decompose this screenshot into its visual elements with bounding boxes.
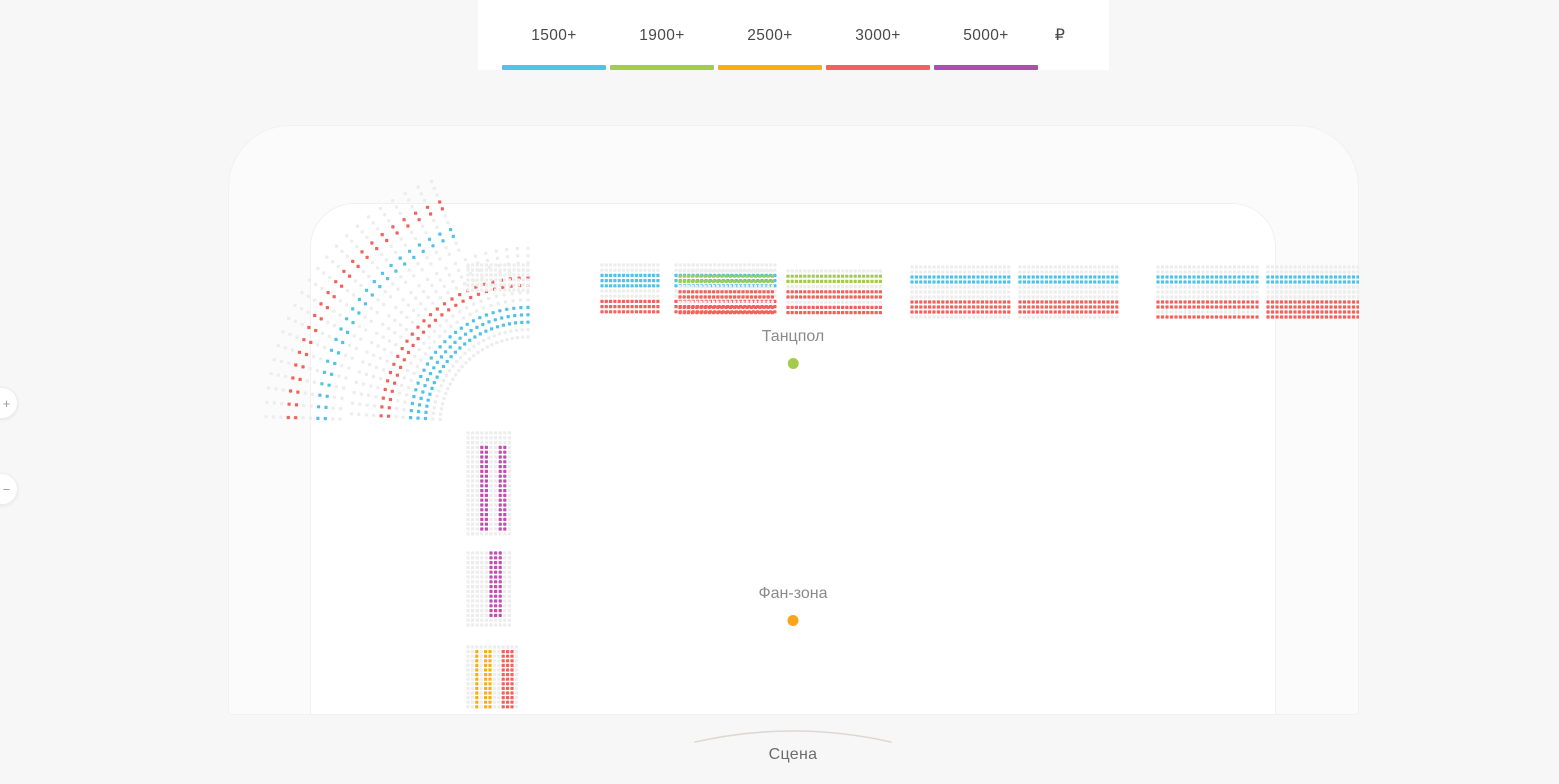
stage-marker: Сцена xyxy=(693,722,893,764)
price-tier-3[interactable]: 2500+ xyxy=(716,0,824,70)
minus-icon: − xyxy=(2,481,11,497)
price-legend-panel: 1500+ 1900+ 2500+ 3000+ 5000+ ₽ xyxy=(478,0,1109,70)
price-tier-label: 2500+ xyxy=(747,27,793,44)
price-legend-items: 1500+ 1900+ 2500+ 3000+ 5000+ ₽ xyxy=(478,0,1109,70)
price-tier-label: 5000+ xyxy=(963,27,1009,44)
price-tier-label: 3000+ xyxy=(855,27,901,44)
zoom-in-button[interactable]: + xyxy=(0,387,18,419)
price-tier-swatch xyxy=(826,65,930,70)
stage-label: Сцена xyxy=(768,746,818,763)
zone-dancefloor-label: Танцпол xyxy=(761,328,825,345)
price-tier-label: 1500+ xyxy=(531,27,577,44)
price-tier-1[interactable]: 1500+ xyxy=(500,0,608,70)
price-tier-label: 1900+ xyxy=(639,27,685,44)
price-tier-swatch xyxy=(610,65,714,70)
zone-dancefloor[interactable]: Танцпол xyxy=(761,328,825,369)
venue-floor-area xyxy=(310,203,1276,715)
price-tier-swatch xyxy=(718,65,822,70)
currency-symbol: ₽ xyxy=(1054,27,1066,44)
zoom-out-button[interactable]: − xyxy=(0,473,18,505)
price-tier-swatch xyxy=(502,65,606,70)
zone-dancefloor-dot xyxy=(787,358,799,369)
zone-fanzone-dot xyxy=(787,615,799,626)
plus-icon: + xyxy=(2,395,11,411)
currency-indicator: ₽ xyxy=(1040,0,1080,70)
zone-fanzone-label: Фан-зона xyxy=(758,585,828,602)
price-tier-4[interactable]: 3000+ xyxy=(824,0,932,70)
venue-seatmap[interactable] xyxy=(228,125,1359,715)
price-tier-swatch xyxy=(934,65,1038,70)
price-tier-5[interactable]: 5000+ xyxy=(932,0,1040,70)
zone-fanzone[interactable]: Фан-зона xyxy=(758,585,828,626)
stage-arc-icon xyxy=(693,722,893,744)
price-tier-2[interactable]: 1900+ xyxy=(608,0,716,70)
